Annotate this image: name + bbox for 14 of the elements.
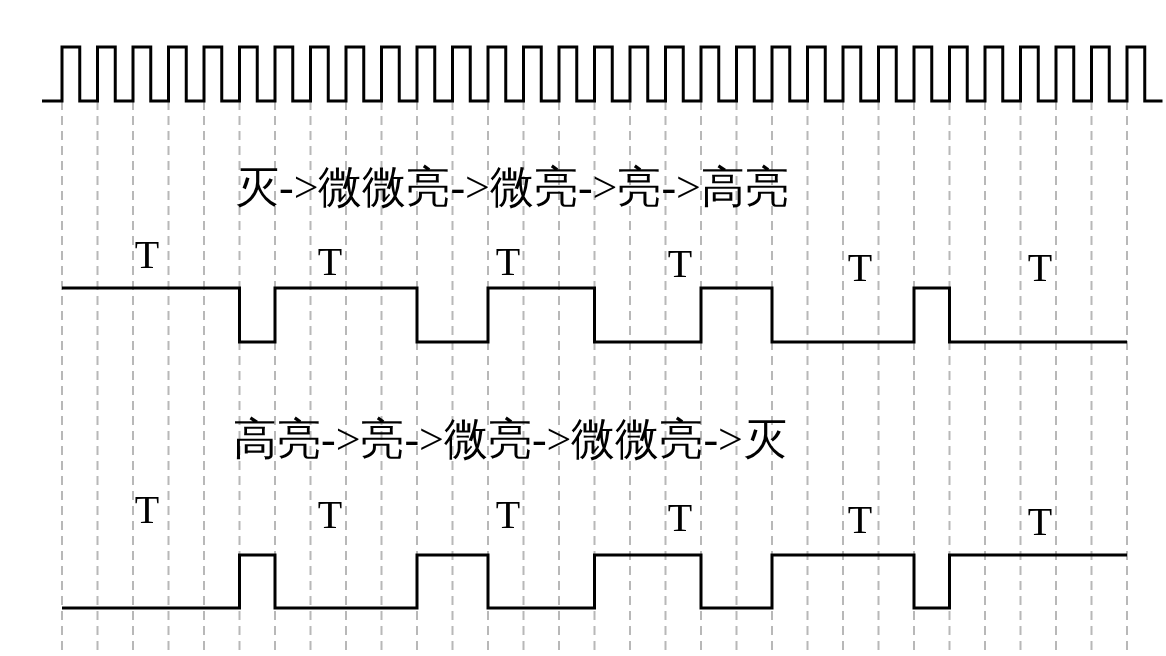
period-label: T (667, 498, 693, 538)
period-label: T (667, 244, 693, 284)
transition-heading: 灭->微微亮->微亮->亮->高亮 (235, 166, 789, 210)
period-label: T (1027, 248, 1053, 288)
period-label: T (495, 495, 521, 535)
period-label: T (134, 235, 160, 275)
period-label: T (1027, 502, 1053, 542)
period-label: T (847, 248, 873, 288)
period-label: T (317, 242, 343, 282)
period-label: T (134, 490, 160, 530)
period-label: T (317, 495, 343, 535)
transition-heading: 高亮->亮->微亮->微微亮->灭 (233, 418, 787, 462)
period-label: T (847, 500, 873, 540)
period-label: T (495, 242, 521, 282)
